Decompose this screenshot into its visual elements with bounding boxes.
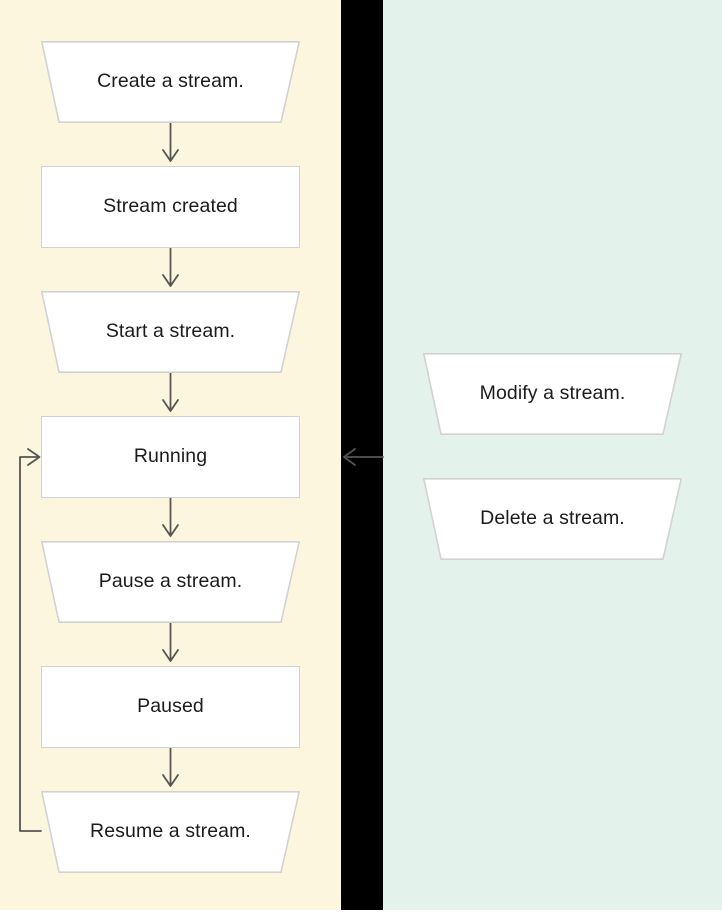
trapezoid-shape [41,791,300,873]
node-resume-a-stream[interactable]: Resume a stream. [41,791,300,873]
trapezoid-shape [423,353,682,435]
trapezoid-shape [423,478,682,560]
panel-divider [341,0,383,910]
node-pause-a-stream[interactable]: Pause a stream. [41,541,300,623]
node-delete-a-stream[interactable]: Delete a stream. [423,478,682,560]
node-label: Create a stream. [97,70,244,93]
node-label: Modify a stream. [479,382,626,405]
trapezoid-shape [41,41,300,123]
node-label: Paused [137,695,204,718]
node-create-a-stream[interactable]: Create a stream. [41,41,300,123]
node-stream-created[interactable]: Stream created [41,166,300,248]
node-paused[interactable]: Paused [41,666,300,748]
node-label: Stream created [103,195,238,218]
node-modify-a-stream[interactable]: Modify a stream. [423,353,682,435]
node-label: Start a stream. [105,320,236,343]
node-label: Resume a stream. [90,820,251,843]
right-panel-background [383,0,722,910]
node-label: Pause a stream. [98,570,243,593]
trapezoid-shape [41,291,300,373]
node-start-a-stream[interactable]: Start a stream. [41,291,300,373]
node-label: Running [133,445,208,468]
trapezoid-shape [41,541,300,623]
node-label: Delete a stream. [480,507,625,530]
node-running[interactable]: Running [41,416,300,498]
